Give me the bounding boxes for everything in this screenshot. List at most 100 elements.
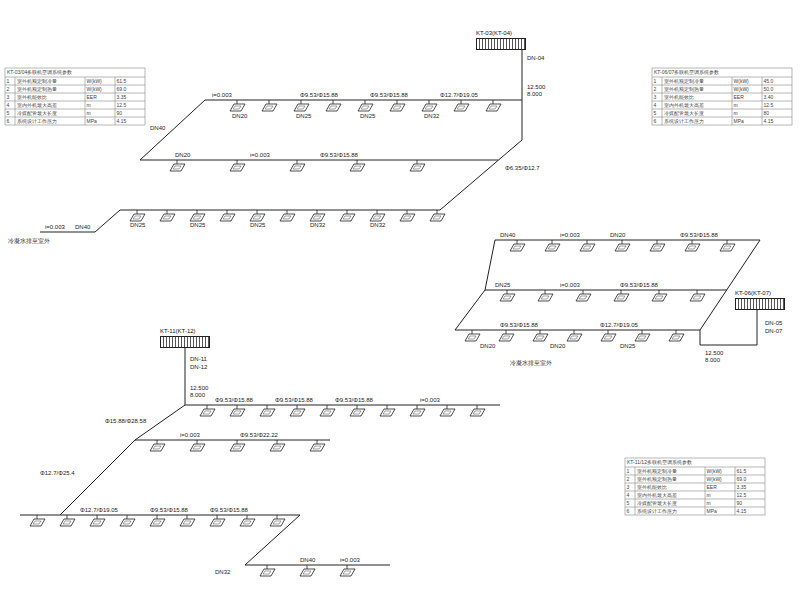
table-cell: 4.15: [737, 508, 747, 514]
pipe-label: Φ9.53/Φ15.88: [500, 322, 538, 329]
pipe-label: DN-12: [190, 364, 207, 371]
table-cell: 室内外机最大高差: [664, 102, 704, 108]
table-cell: W(kW): [734, 78, 749, 84]
table-rule: [735, 467, 736, 515]
pipe-label: DN32: [370, 222, 385, 229]
pipe-label: Φ9.53/Φ15.88: [680, 232, 718, 239]
pipe-label: 12.500: [705, 350, 723, 357]
pipe-label: Φ12.7/Φ25.4: [40, 470, 75, 477]
unit-tag: KT-11(KT-12): [160, 328, 196, 335]
indoor-unit: [310, 440, 325, 451]
pipe-label: Φ9.53/Φ15.88: [335, 397, 373, 404]
table-frame: [652, 68, 792, 125]
table-cell: m: [734, 102, 738, 108]
table-cell: 6: [7, 118, 10, 124]
indoor-unit: [545, 240, 560, 251]
table-cell: EER: [87, 94, 97, 100]
indoor-unit: [260, 405, 275, 416]
indoor-unit: [340, 565, 355, 576]
table-cell: 3.35: [117, 94, 127, 100]
indoor-unit: [300, 565, 315, 576]
table-cell: MPa: [707, 508, 717, 514]
outdoor-unit-casing: [735, 298, 785, 310]
indoor-unit: [601, 330, 616, 341]
refrigerant-pipe: [455, 290, 485, 330]
table-rule: [85, 77, 86, 125]
table-frame: [5, 68, 145, 125]
refrigerant-pipe: [60, 515, 390, 565]
table-cell: KT-03/04多联机空调系统参数: [7, 69, 72, 75]
indoor-unit: [430, 210, 445, 221]
pipe-label: Φ9.53/Φ15.88: [320, 152, 358, 159]
table-cell: 61.5: [117, 78, 127, 84]
indoor-unit: [615, 240, 630, 251]
table-cell: 室外机能效比: [664, 94, 694, 100]
indoor-unit: [290, 160, 305, 171]
indoor-unit: [262, 100, 277, 111]
table-cell: 3: [7, 94, 10, 100]
indoor-unit: [454, 100, 469, 111]
indoor-unit: [200, 405, 215, 416]
table-cell: 6: [627, 508, 630, 514]
table-cell: 69.0: [737, 476, 747, 482]
indoor-unit: [465, 330, 480, 341]
table-cell: 室外机能效比: [17, 94, 47, 100]
unit-tag: KT-03(KT-04): [476, 30, 512, 37]
refrigerant-pipe: [135, 405, 330, 440]
table-cell: 3: [654, 94, 657, 100]
table-cell: EER: [734, 94, 744, 100]
pipe-label: DN40: [300, 557, 315, 564]
table-rule: [635, 467, 636, 515]
pipe-label: DN25: [360, 113, 375, 120]
indoor-unit: [210, 515, 225, 526]
indoor-unit: [410, 160, 425, 171]
indoor-unit: [280, 210, 295, 221]
table-rule: [15, 77, 16, 125]
indoor-unit: [326, 100, 341, 111]
table-cell: 3: [627, 484, 630, 490]
indoor-unit: [567, 330, 582, 341]
table-cell: 系统设计工作压力: [664, 118, 704, 124]
table-cell: 室内外机最大高差: [17, 102, 57, 108]
pipe-label: Φ12.7/Φ19.05: [440, 92, 478, 99]
table-cell: 5: [654, 110, 657, 116]
table-cell: 室外机额定制冷量: [637, 468, 677, 474]
indoor-unit: [669, 330, 684, 341]
pipe-label: DN-04: [527, 55, 544, 62]
pipe-label: 12.500: [527, 84, 545, 91]
table-cell: 3.35: [737, 484, 747, 490]
indoor-unit: [290, 405, 305, 416]
table-cell: 2: [654, 86, 657, 92]
pipe-label: DN-07: [765, 328, 782, 335]
pipe-label: DN25: [620, 343, 635, 350]
refrigerant-pipe: [40, 50, 522, 232]
indoor-unit: [538, 290, 553, 301]
pipe-label: 冷凝水排至室外: [8, 238, 50, 245]
indoor-unit: [580, 240, 595, 251]
refrigerant-pipe: [455, 240, 760, 330]
pipe-label: DN20: [610, 232, 625, 239]
table-cell: 6: [654, 118, 657, 124]
indoor-unit: [170, 160, 185, 171]
table-cell: 冷媒配管最大长度: [664, 110, 704, 116]
indoor-unit: [180, 515, 195, 526]
pipe-label: Φ9.53/Φ15.88: [215, 397, 253, 404]
outdoor-unit: KT-11(KT-12): [160, 328, 210, 348]
indoor-unit: [270, 515, 285, 526]
unit-tag: KT-06(KT-07): [735, 290, 771, 297]
indoor-unit: [720, 240, 735, 251]
table-cell: KT-11/12多联机空调系统参数: [627, 459, 692, 465]
refrigerant-pipe: [185, 348, 500, 405]
indoor-unit: [576, 290, 591, 301]
indoor-unit: [240, 515, 255, 526]
indoor-unit: [190, 210, 205, 221]
pipe-label: 8.000: [705, 357, 720, 364]
table-cell: 5: [627, 500, 630, 506]
table-rule: [115, 77, 116, 125]
table-rule: [762, 77, 763, 125]
table-cell: W(kW): [87, 86, 102, 92]
table-cell: 室外机额定制热量: [664, 86, 704, 92]
indoor-unit: [310, 210, 325, 221]
indoor-unit: [340, 210, 355, 221]
indoor-unit: [230, 160, 245, 171]
